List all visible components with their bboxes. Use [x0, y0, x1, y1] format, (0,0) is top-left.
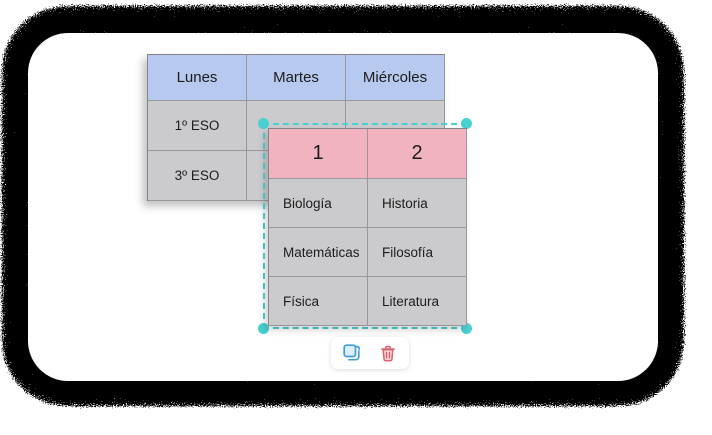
schedule-row-label[interactable]: 3º ESO	[148, 151, 247, 201]
schedule-row-label[interactable]: 1º ESO	[148, 101, 247, 151]
selection-toolbar	[331, 337, 409, 369]
subject-cell[interactable]: Matemáticas	[269, 228, 368, 277]
duplicate-button[interactable]	[341, 342, 363, 364]
subject-cell[interactable]: Literatura	[368, 277, 467, 326]
subjects-header-1[interactable]: 1	[269, 129, 368, 179]
subjects-table[interactable]: 1 2 Biología Historia Matemáticas Filoso…	[268, 128, 467, 326]
subject-cell[interactable]: Biología	[269, 179, 368, 228]
duplicate-icon	[343, 344, 361, 361]
subject-cell[interactable]: Física	[269, 277, 368, 326]
subject-cell[interactable]: Historia	[368, 179, 467, 228]
schedule-header-lunes[interactable]: Lunes	[148, 55, 247, 101]
delete-button[interactable]	[377, 342, 399, 364]
subjects-header-2[interactable]: 2	[368, 129, 467, 179]
schedule-header-martes[interactable]: Martes	[247, 55, 346, 101]
schedule-header-miercoles[interactable]: Miércoles	[346, 55, 445, 101]
trash-icon	[381, 345, 395, 362]
subject-cell[interactable]: Filosofía	[368, 228, 467, 277]
